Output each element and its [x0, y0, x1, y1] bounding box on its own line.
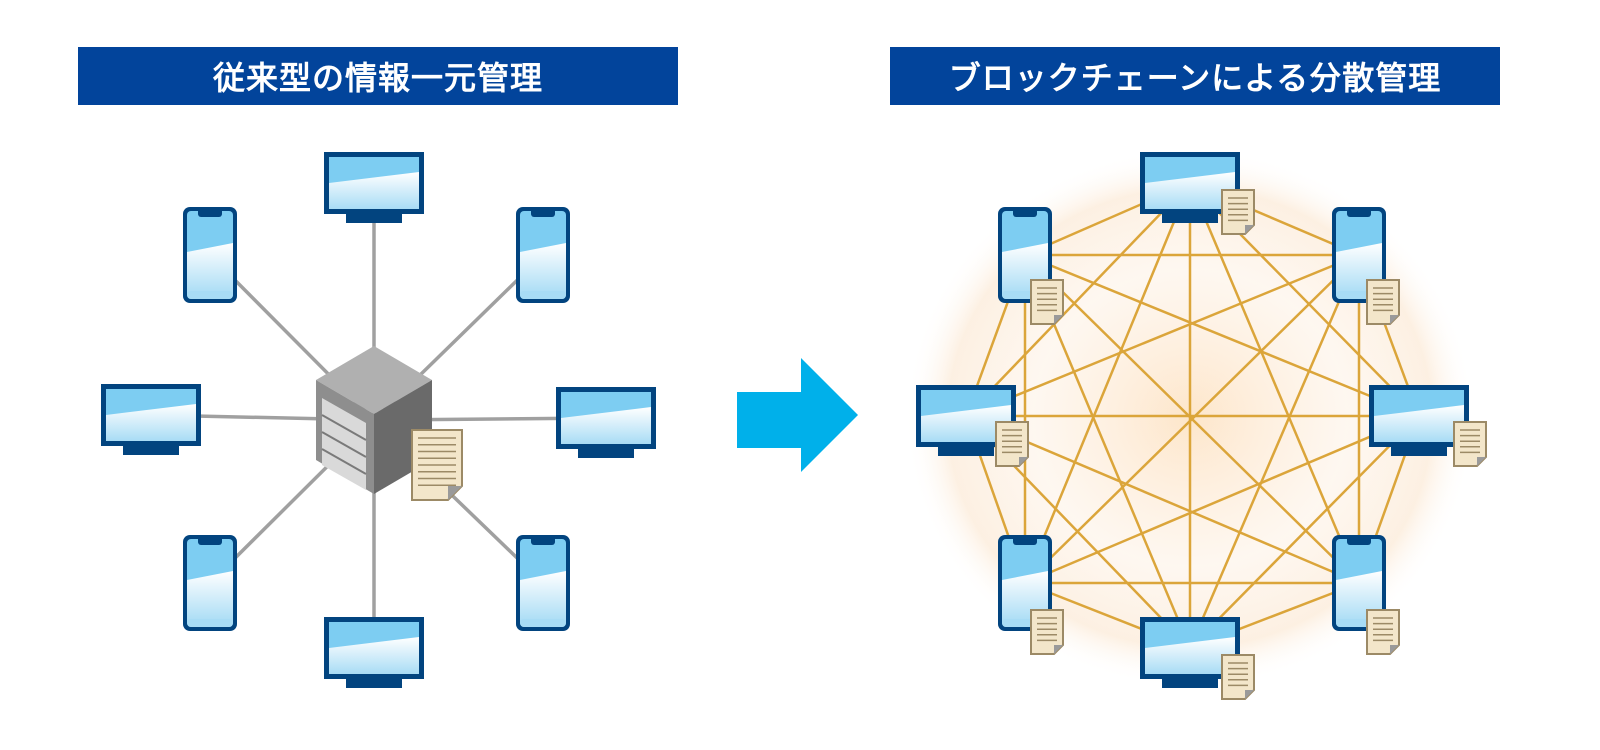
- peer-link-top-bottom-left: [1023, 182, 1192, 584]
- peer-link-bottom-right-top-left: [1024, 254, 1360, 584]
- left-ledger-copy-icon: [995, 421, 1029, 467]
- top-ledger-copy-icon: [1221, 189, 1255, 235]
- central-ledger-document-icon: [411, 429, 463, 501]
- right-ledger-copy-icon: [1453, 421, 1487, 467]
- peer-link-top-right-left: [965, 253, 1360, 418]
- peer-link-top-bottom-right: [1188, 182, 1361, 584]
- bottom-ledger-copy-icon: [1221, 654, 1255, 700]
- top-right-ledger-copy-icon: [1366, 279, 1400, 325]
- centralized-devices: [101, 152, 656, 688]
- top-right-phone-icon: [516, 207, 570, 303]
- blockchain-distributed-title: ブロックチェーンによる分散管理: [890, 47, 1500, 105]
- peer-link-right-top-left: [1024, 253, 1420, 418]
- top-left-phone-icon: [183, 207, 237, 303]
- left-monitor-icon: [101, 384, 201, 455]
- distributed-devices: [916, 152, 1487, 700]
- ledger-document-icon: [411, 429, 463, 501]
- bottom-right-ledger-copy-icon: [1366, 609, 1400, 655]
- top-left-ledger-copy-icon: [1030, 279, 1064, 325]
- bottom-right-phone-icon: [516, 535, 570, 631]
- bottom-left-ledger-copy-icon: [1030, 609, 1064, 655]
- peer-link-top-left: [965, 182, 1191, 417]
- arrow-right-icon: [737, 358, 858, 472]
- right-node-monitor-icon: [1369, 385, 1469, 456]
- central-server-icon: [316, 346, 432, 494]
- centralized-management-title: 従来型の情報一元管理: [78, 47, 678, 105]
- top-monitor-icon: [324, 152, 424, 223]
- right-monitor-icon: [556, 387, 656, 458]
- bottom-monitor-icon: [324, 617, 424, 688]
- left-node-monitor-icon: [916, 385, 1016, 456]
- peer-link-right-bottom-left: [1024, 414, 1420, 585]
- bottom-left-phone-icon: [183, 535, 237, 631]
- peer-link-bottom-right-left: [965, 414, 1360, 585]
- top-left-node-phone-icon: [998, 207, 1052, 303]
- bottom-right-node-phone-icon: [1332, 535, 1386, 631]
- peer-link-right-bottom: [1189, 415, 1420, 649]
- top-node-monitor-icon: [1140, 152, 1240, 223]
